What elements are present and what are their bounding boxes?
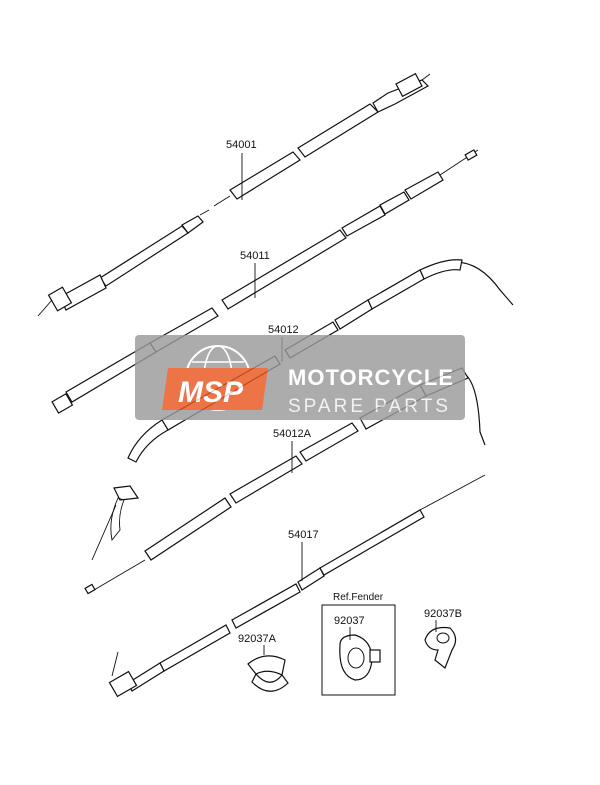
watermark-subtitle: SPARE PARTS [288, 396, 451, 417]
watermark-logo-text: MSP [178, 376, 244, 409]
label-54001: 54001 [226, 139, 257, 151]
msp-logo-badge [162, 368, 268, 410]
label-54011: 54011 [240, 250, 270, 262]
label-54017: 54017 [288, 529, 319, 541]
label-54012a: 54012A [273, 428, 312, 440]
ref-fender-box [321, 604, 396, 696]
choke-cable [108, 474, 486, 698]
label-92037: 92037 [334, 615, 365, 627]
speedometer-cable [37, 72, 431, 317]
label-ref-fender: Ref.Fender [333, 592, 384, 603]
watermark: MSP MOTORCYCLE SPARE PARTS [135, 335, 465, 420]
label-54012: 54012 [268, 324, 299, 336]
watermark-title: MOTORCYCLE [288, 365, 454, 390]
clamp-92037a [247, 655, 289, 692]
label-92037a: 92037A [238, 633, 277, 645]
leader-lines [241, 153, 437, 655]
clamp-92037b [424, 626, 457, 669]
label-92037b: 92037B [424, 608, 462, 620]
